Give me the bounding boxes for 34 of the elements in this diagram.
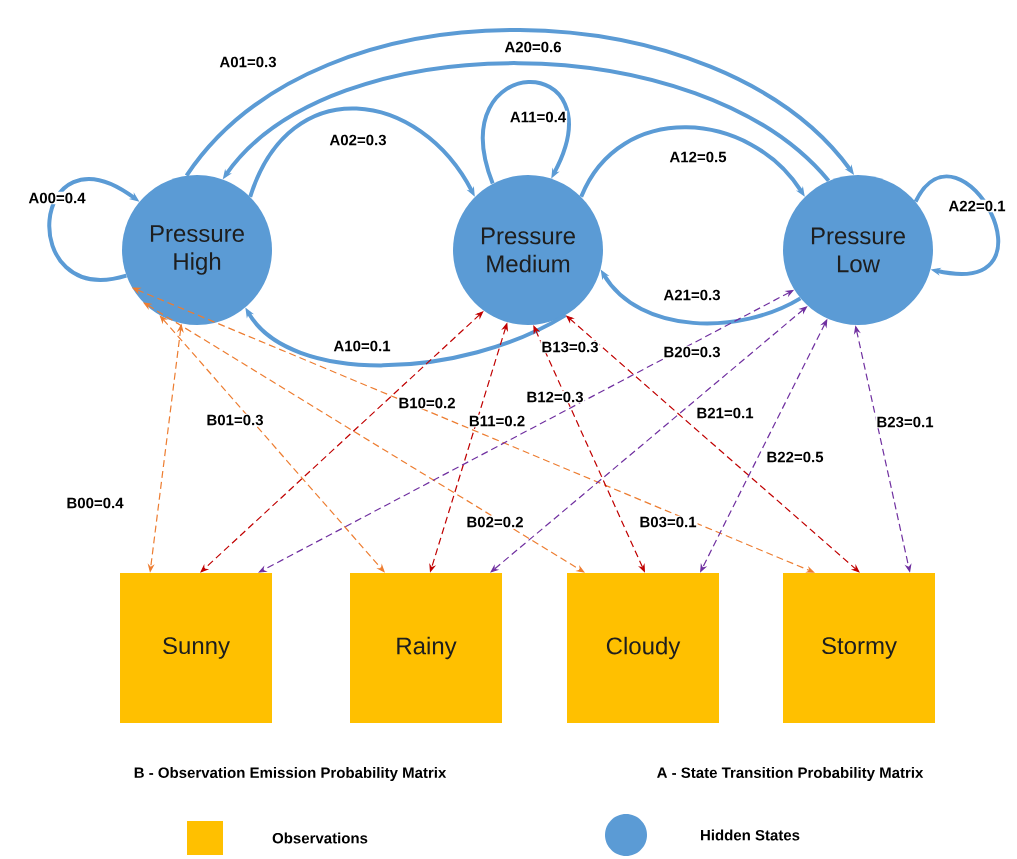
edge-label: A21=0.3 [662, 288, 722, 302]
edge-label: B21=0.1 [695, 406, 755, 420]
legend-label: Observations [272, 832, 368, 844]
edge-label: B12=0.3 [525, 390, 585, 404]
edge-label: A10=0.1 [332, 339, 392, 353]
edge-label: B00=0.4 [65, 496, 125, 510]
edge-label: A11=0.4 [508, 110, 568, 124]
observation-box: Stormy [783, 573, 935, 723]
loop-arrow [481, 80, 571, 185]
edge-label: A20=0.6 [503, 40, 563, 54]
curved-arrow [579, 125, 805, 198]
edge-label: B20=0.3 [662, 345, 722, 359]
edge-label: B10=0.2 [397, 396, 457, 410]
edge-label: B22=0.5 [765, 450, 825, 464]
legend-label: Hidden States [701, 829, 800, 841]
edge-label: A12=0.5 [668, 150, 728, 164]
edge-label: B11=0.2 [467, 414, 527, 428]
edge-label: B02=0.2 [465, 515, 525, 529]
edge-label: A22=0.1 [947, 199, 1007, 213]
dashed-arrow [159, 315, 385, 573]
matrix-caption: B - Observation Emission Probability Matrix [134, 767, 447, 781]
edge-label: B01=0.3 [205, 413, 265, 427]
edge-label: A02=0.3 [328, 133, 388, 147]
edge-label: A00=0.4 [27, 191, 87, 205]
edge-label: B03=0.1 [638, 515, 698, 529]
curved-arrow [248, 106, 475, 198]
observation-box: Sunny [120, 573, 272, 723]
matrix-caption: A - State Transition Probability Matrix [657, 767, 924, 781]
edge-label: B23=0.1 [875, 415, 935, 429]
edge-label: A01=0.3 [218, 55, 278, 69]
edge-label: B13=0.3 [540, 340, 600, 354]
loop-arrow [913, 175, 1000, 276]
observation-box: Cloudy [567, 573, 719, 723]
observation-box: Rainy [350, 573, 502, 723]
